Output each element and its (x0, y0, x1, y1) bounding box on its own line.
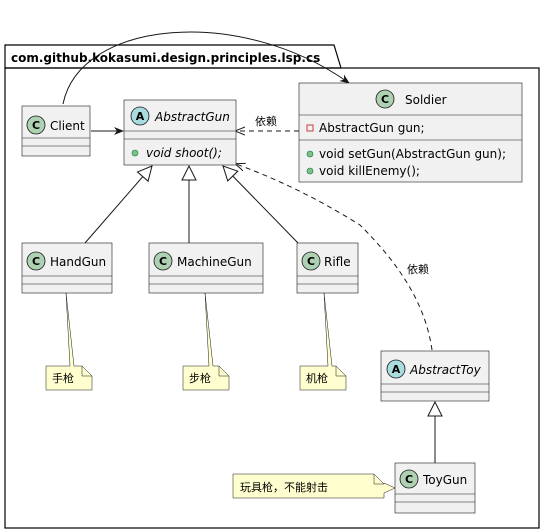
class-client[interactable]: C Client (21, 105, 91, 157)
class-name: AbstractToy (409, 363, 482, 377)
class-name: Soldier (405, 93, 447, 107)
edges: 依赖 依赖 (62, 31, 435, 463)
class-abstractgun[interactable]: A AbstractGun void shoot(); (123, 99, 237, 166)
class-badge-icon (26, 251, 46, 271)
method-setgun: void setGun(AbstractGun gun); (319, 147, 506, 161)
badge-letter: C (32, 255, 40, 268)
note-handgun: 手枪 (45, 292, 93, 391)
package-frame: com.github.kokasumi.design.principles.ls… (4, 44, 540, 529)
class-handgun[interactable]: C HandGun (21, 242, 113, 294)
note-toygun: 玩具枪，不能射击 (232, 473, 396, 499)
note-text: 手枪 (52, 371, 74, 385)
class-name: ToyGun (422, 473, 467, 487)
class-name: Client (50, 119, 85, 133)
note-text: 玩具枪，不能射击 (240, 480, 328, 494)
badge-letter: C (307, 255, 315, 268)
badge-letter: C (381, 93, 389, 106)
badge-letter: C (159, 255, 167, 268)
field-gun: AbstractGun gun; (319, 121, 425, 135)
class-badge-icon (153, 251, 173, 271)
class-badge-icon (26, 115, 46, 135)
edge-handgun-abstractgun (84, 166, 152, 244)
note-text: 步枪 (189, 371, 211, 385)
class-soldier[interactable]: C Soldier AbstractGun gun; void setGun(A… (298, 82, 523, 183)
class-badge-icon (399, 469, 419, 489)
edge-abstracttoy-abstractgun-dependency (236, 164, 433, 351)
public-visibility-icon (306, 150, 314, 158)
package-name: com.github.kokasumi.design.principles.ls… (11, 51, 320, 65)
class-abstracttoy[interactable]: A AbstractToy (380, 350, 490, 402)
badge-letter: C (405, 473, 413, 486)
class-name: Rifle (324, 255, 351, 269)
badge-letter: A (392, 363, 401, 376)
class-name: MachineGun (177, 255, 252, 269)
method-killenemy: void killEnemy(); (319, 164, 420, 178)
public-visibility-icon (131, 149, 139, 157)
note-text: 机枪 (306, 371, 328, 385)
badge-letter: C (32, 119, 40, 132)
note-rifle: 机枪 (299, 292, 347, 391)
public-visibility-icon (306, 167, 314, 175)
method-shoot: void shoot(); (146, 146, 222, 160)
edge-client-soldier (62, 31, 350, 105)
class-badge-icon (301, 251, 321, 271)
note-machinegun: 步枪 (182, 292, 230, 391)
class-name: HandGun (50, 255, 106, 269)
class-name: AbstractGun (154, 110, 230, 124)
class-toygun[interactable]: C ToyGun (394, 462, 476, 514)
class-rifle[interactable]: C Rifle (296, 242, 359, 294)
private-visibility-icon (306, 124, 314, 132)
abstract-badge-icon (386, 359, 406, 379)
toy-dependency-label: 依赖 (407, 263, 429, 276)
class-machinegun[interactable]: C MachineGun (148, 242, 264, 294)
abstract-badge-icon (130, 106, 150, 126)
class-badge-icon (375, 89, 395, 109)
edge-rifle-abstractgun (223, 166, 299, 244)
badge-letter: A (136, 110, 145, 123)
soldier-dependency-label: 依赖 (255, 115, 277, 128)
